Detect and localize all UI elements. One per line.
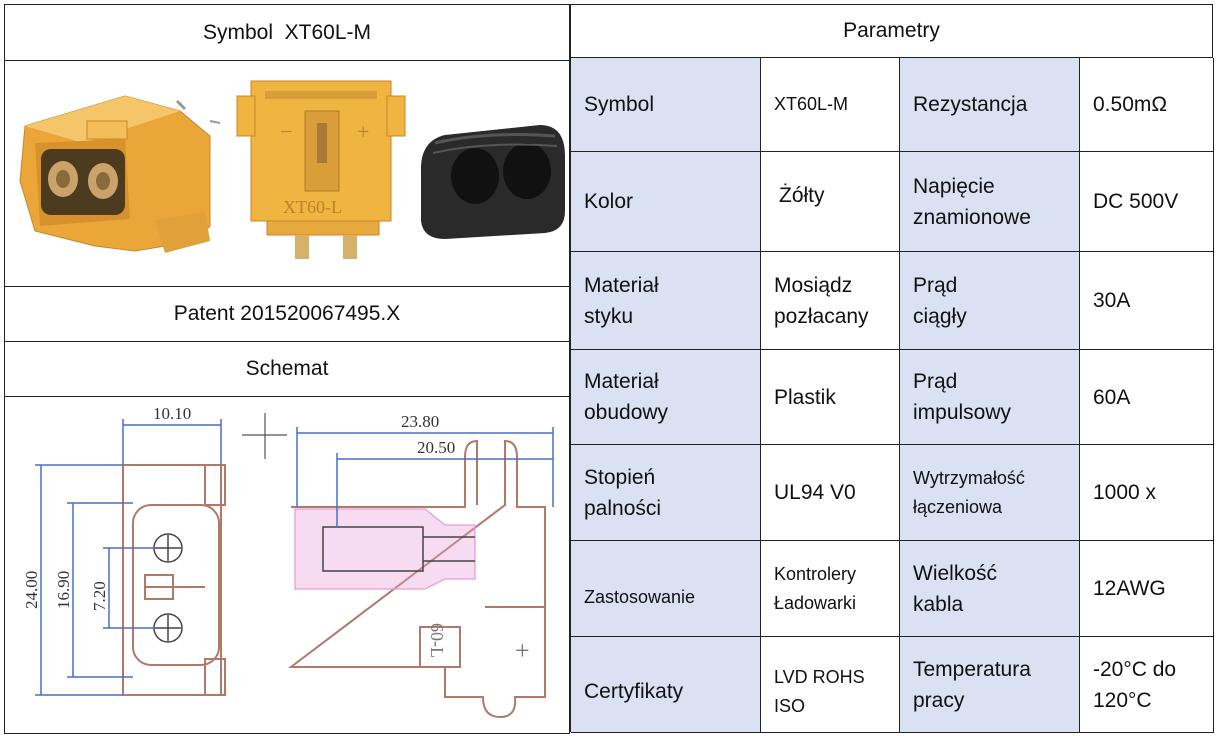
param-key1-row0: Symbol [571,58,761,152]
side-plus: + [515,636,530,665]
param-val2-row2: 30A [1080,252,1214,350]
param-key2-text: Rezystancja [913,93,1028,116]
connector-plus-text: + [357,119,369,144]
param-key1-text: Symbol [584,93,655,116]
param-key2-row2: Prąd ciągły [900,252,1080,350]
param-key2-text: Napięcie znamionowe [913,174,1031,229]
schematic-title-cell: Schemat [4,341,570,397]
param-key1-row2: Materiał styku [571,252,761,350]
schematic-svg: 10.10 24.00 16.90 7.20 60-L + [22,404,554,719]
param-key1-row5: Zastosowanie [571,541,761,637]
dim-length-total: 23.80 [401,412,439,431]
side-dimension-lines [296,427,554,527]
param-val1-row1: Żółty [761,152,900,252]
schematic-drawing: 10.10 24.00 16.90 7.20 60-L + [4,396,570,734]
param-key1-text: Materiał styku [584,273,659,328]
param-key1-text: Stopień palności [584,465,662,520]
product-photo: XT60-L − + [4,60,570,287]
param-key2-text: Prąd impulsowy [913,370,1012,424]
patent-text: Patent 201520067495.X [173,302,401,325]
param-key2-row4: Wytrzymałość łączeniowa [900,445,1080,541]
param-key2-text: Temperatura pracy [913,657,1031,712]
param-key2-row5: Wielkość kabla [900,541,1080,637]
param-key2-row0: Rezystancja [900,58,1080,152]
param-key2-row1: Napięcie znamionowe [900,152,1080,252]
param-key1-row6: Certyfikaty [571,637,761,733]
param-key2-text: Wielkość kabla [913,561,998,616]
param-val1-text: Żółty [779,184,825,207]
param-val1-row6: LVD ROHS ISO [761,637,900,733]
connector-marking-text: XT60-L [283,197,342,217]
param-key2-row6: Temperatura pracy [900,637,1080,733]
front-view-outline [122,464,226,696]
param-val2-text: DC 500V [1093,190,1179,213]
dim-width-left: 10.10 [153,404,191,423]
param-val2-text: 12AWG [1093,577,1166,600]
param-val2-text: 30A [1093,289,1131,312]
param-val2-row1: DC 500V [1080,152,1214,252]
param-val1-row5: Kontrolery Ładowarki [761,541,900,637]
parameters-title-cell: Parametry [570,4,1213,58]
schematic-title: Schemat [245,357,329,380]
param-key1-text: Materiał obudowy [584,370,669,424]
param-key1-text: Certyfikaty [584,680,684,703]
connector-front-icon: XT60-L − + [236,80,406,259]
dim-pin-pitch: 7.20 [90,581,109,611]
param-key1-row1: Kolor [571,152,761,252]
parameters-table: Symbol XT60L-M Rezystancja 0.50mΩ Kolor … [570,57,1214,733]
param-key1-text: Kolor [584,190,634,213]
param-val2-row3: 60A [1080,350,1214,445]
param-val2-text: 0.50mΩ [1093,93,1168,116]
param-val1-text: Kontrolery Ładowarki [774,563,857,613]
connector-minus-text: − [280,119,292,144]
param-val1-row2: Mosiądz pozłacany [761,252,900,350]
patent-cell: Patent 201520067495.X [4,286,570,342]
dim-length-inner: 20.50 [417,438,455,457]
param-key1-row4: Stopień palności [571,445,761,541]
side-view-pin [322,526,475,572]
param-val1-text: Plastik [774,385,836,409]
param-val2-row5: 12AWG [1080,541,1214,637]
param-val1-text: XT60L-M [774,94,849,114]
param-val2-row6: -20°C do 120°C [1080,637,1214,733]
side-marking: 60-L [427,623,447,658]
param-val2-text: 1000 x [1093,481,1157,504]
param-val2-text: 60A [1093,385,1131,409]
param-key1-text: Zastosowanie [584,587,696,607]
param-val1-text: UL94 V0 [774,481,856,504]
param-val1-row3: Plastik [761,350,900,445]
param-key2-text: Wytrzymałość łączeniowa [913,467,1025,517]
param-key2-row3: Prąd impulsowy [900,350,1080,445]
param-val1-text: Mosiądz pozłacany [774,273,869,328]
param-key2-text: Prąd ciągły [913,273,967,328]
front-dimension-lines [35,419,222,696]
parameters-title: Parametry [843,19,940,42]
crosshair-icon [242,413,287,459]
param-val2-row0: 0.50mΩ [1080,58,1214,152]
dim-height-total: 24.00 [22,571,41,609]
product-title: Symbol XT60L-M [202,20,372,44]
param-val1-row0: XT60L-M [761,58,900,152]
connector-angled-icon [19,95,221,253]
side-view-outline [288,439,546,719]
param-val2-text: -20°C do 120°C [1093,657,1177,712]
param-key1-row3: Materiał obudowy [571,350,761,445]
dim-height-inner: 16.90 [54,571,73,609]
param-val2-row4: 1000 x [1080,445,1214,541]
connector-photo-svg: XT60-L − + [19,80,565,259]
side-view-hatch [294,508,476,590]
black-cap-icon [420,125,565,239]
param-val1-row4: UL94 V0 [761,445,900,541]
param-val1-text: LVD ROHS ISO [774,666,865,716]
left-title-cell: Symbol XT60L-M [4,4,570,61]
